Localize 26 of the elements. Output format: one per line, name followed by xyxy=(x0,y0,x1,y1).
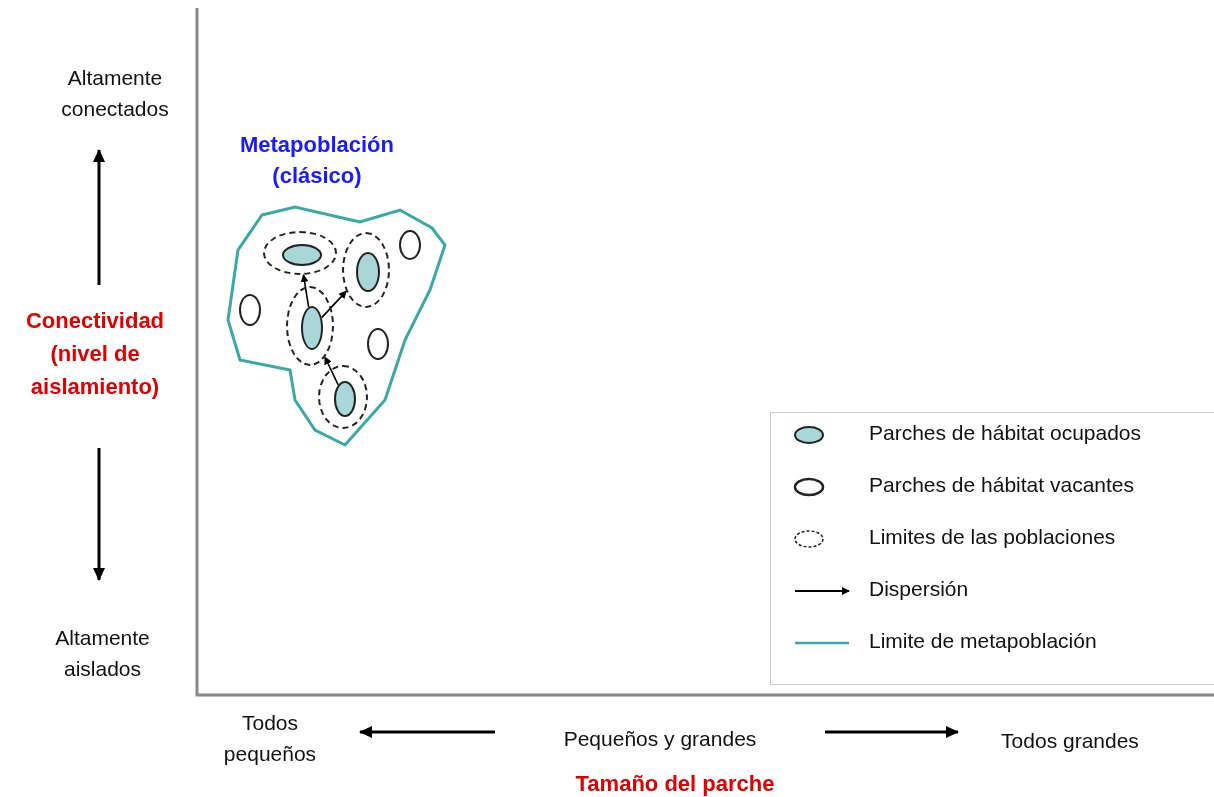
axis-title: Conectividad (nivel de aislamiento) xyxy=(24,307,166,401)
occupied-patch xyxy=(282,244,322,266)
axis-label: Todos pequeños xyxy=(222,710,318,767)
legend-label: Limites de las poblaciones xyxy=(869,525,1116,549)
occupied-patch xyxy=(301,306,323,350)
occupied-patch xyxy=(334,381,356,417)
axis-label: Todos grandes xyxy=(1000,728,1140,754)
dispersal-arrow xyxy=(300,273,310,308)
legend-label: Limite de metapoblación xyxy=(869,629,1097,653)
population-limit xyxy=(286,286,334,366)
legend-label: Parches de hábitat ocupados xyxy=(869,421,1142,445)
occupied-patch xyxy=(356,252,380,292)
dispersal-arrow xyxy=(324,356,339,386)
axis-label: Altamente aislados xyxy=(54,625,151,682)
axis-label: Altamente conectados xyxy=(60,65,170,122)
vacant-patch xyxy=(239,294,261,326)
population-limit xyxy=(263,231,337,275)
axis-title: Tamaño del parche xyxy=(574,770,776,797)
axis-label: Pequeños y grandes xyxy=(562,726,758,752)
population-limit xyxy=(318,365,368,429)
legend-label: Dispersión xyxy=(869,577,969,601)
population-limit xyxy=(342,232,390,308)
group-heading: Metapoblación (clásico) xyxy=(239,131,395,190)
vacant-patch xyxy=(367,328,389,360)
vacant-patch xyxy=(399,230,421,260)
legend-label: Parches de hábitat vacantes xyxy=(869,473,1134,497)
